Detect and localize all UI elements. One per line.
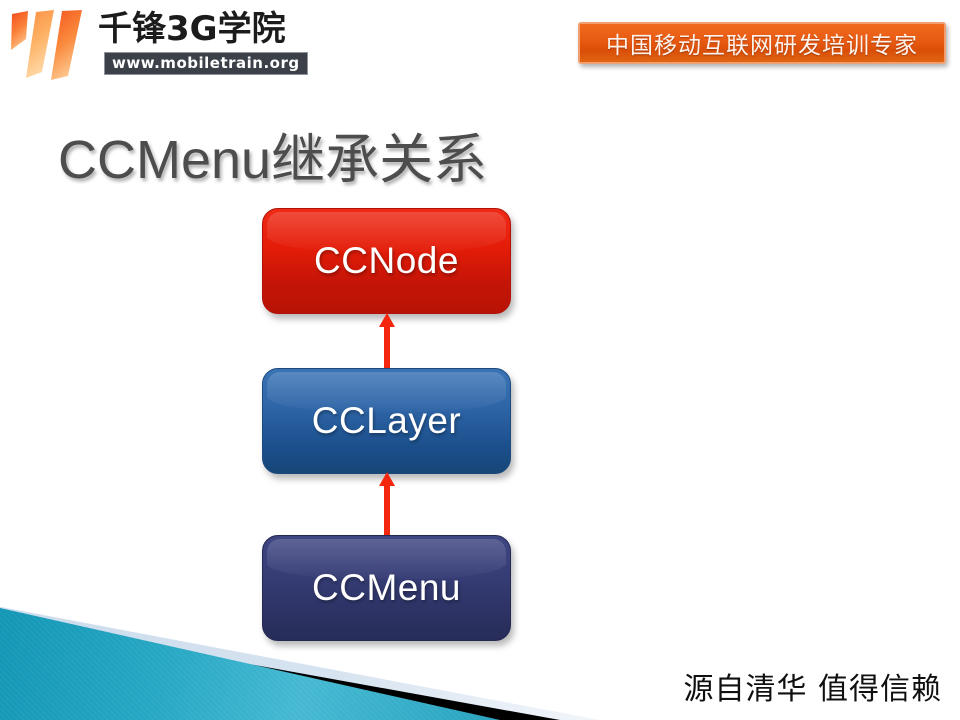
footer-slogan: 源自清华 值得信赖: [683, 672, 942, 707]
brand-logo: 千锋3G学院 www.mobiletrain.org: [0, 0, 340, 88]
arrow-cclayer-to-ccnode: [379, 313, 395, 371]
logo-wordmark: 千锋3G学院: [98, 8, 330, 50]
header-banner-text: 中国移动互联网研发培训专家: [606, 33, 918, 59]
arrow-head-icon: [379, 313, 395, 327]
node-box-cclayer[interactable]: CCLayer: [262, 368, 511, 474]
arrow-shaft: [384, 324, 390, 371]
arrow-shaft: [384, 483, 390, 537]
arrow-ccmenu-to-cclayer: [379, 472, 395, 537]
arrow-head-icon: [379, 472, 395, 486]
page-title: CCMenu继承关系: [58, 130, 488, 190]
logo-wordmark-text: 千锋3G学院: [98, 9, 286, 49]
header-banner: 中国移动互联网研发培训专家: [578, 22, 946, 64]
node-label: CCMenu: [312, 567, 461, 608]
node-label: CCNode: [314, 240, 459, 281]
node-box-ccnode[interactable]: CCNode: [262, 208, 511, 314]
node-box-ccmenu[interactable]: CCMenu: [262, 535, 511, 641]
qianfeng-w-swoosh-icon: [6, 6, 98, 84]
node-label: CCLayer: [311, 400, 462, 441]
logo-url-bar: www.mobiletrain.org: [104, 52, 308, 75]
logo-url-text: www.mobiletrain.org: [112, 54, 300, 72]
